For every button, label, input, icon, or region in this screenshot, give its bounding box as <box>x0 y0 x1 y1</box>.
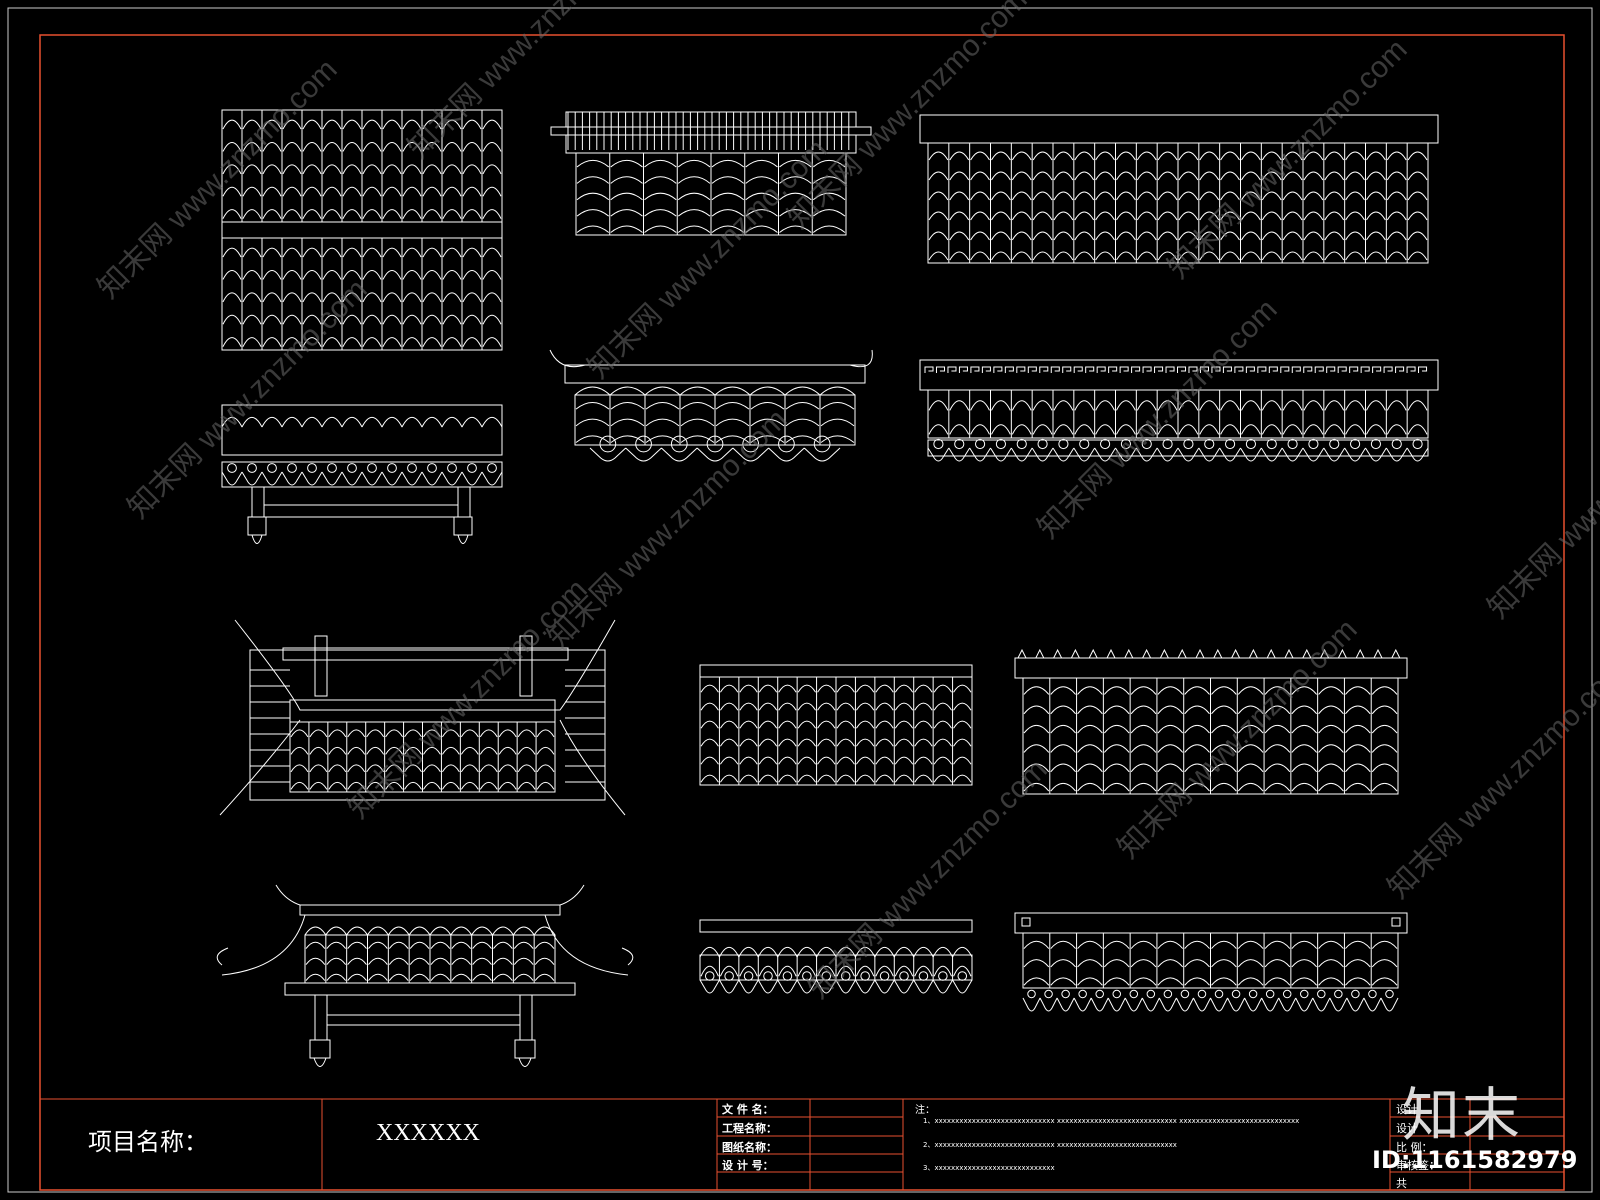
field-design-number: 设 计 号： <box>722 1159 774 1172</box>
watermark-text: 知末网 www.znzmo.com <box>342 573 594 825</box>
watermark-text: 知末网 www.znzmo.com <box>402 0 654 165</box>
field-drawing-name: 图纸名称： <box>722 1141 777 1154</box>
watermark-text: 知末网 www.znzmo.com <box>1112 613 1364 865</box>
watermark-text: 知末网 www.znzmo.com <box>542 403 794 655</box>
note-line-3: 3、xxxxxxxxxxxxxxxxxxxxxxxxxxxxx <box>923 1164 1055 1172</box>
watermark-logo: 知末 <box>1402 1081 1523 1149</box>
tile-elevation-2 <box>550 111 872 236</box>
sign-field-scale: 比 例： <box>1396 1141 1433 1154</box>
field-file-name: 文 件 名： <box>722 1103 774 1116</box>
watermark-text: 知末网 www.znzmo.com <box>1482 373 1600 625</box>
title-block-frame <box>40 1098 1564 1190</box>
tile-elevation-12 <box>1014 912 1408 1012</box>
tile-elevation-9 <box>1014 648 1408 795</box>
sign-field-total: 共 <box>1396 1177 1407 1190</box>
project-name-label: 项目名称： <box>88 1128 208 1156</box>
watermark-id: ID:1161582979 <box>1372 1146 1578 1174</box>
tile-elevation-4 <box>221 404 503 544</box>
project-name-value: XXXXXX <box>376 1120 480 1146</box>
sign-field-designer: 设计 <box>1396 1103 1418 1116</box>
tile-elevation-1 <box>221 109 503 351</box>
tile-elevation-3 <box>919 114 1439 264</box>
watermark-text: 知末网 www.znzmo.com <box>92 53 344 305</box>
note-line-1: 1、xxxxxxxxxxxxxxxxxxxxxxxxxxxxx xxxxxxxx… <box>923 1117 1300 1125</box>
watermark-text: 知末网 www.znzmo.com <box>1032 293 1284 545</box>
watermark-text: 知末网 www.znzmo.com <box>802 753 1054 1005</box>
notes-label: 注： <box>915 1105 935 1116</box>
sign-field-design: 设计 <box>1396 1122 1418 1135</box>
tile-elevation-5 <box>549 349 873 462</box>
temple-eave-elevation <box>216 884 634 1067</box>
watermark-text: 知末网 www.znzmo.com <box>582 133 834 385</box>
sign-field-review: 审核签： <box>1396 1159 1440 1172</box>
watermark-text: 知末网 www.znzmo.com <box>1382 653 1600 905</box>
note-line-2: 2、xxxxxxxxxxxxxxxxxxxxxxxxxxxxx xxxxxxxx… <box>923 1141 1177 1149</box>
tile-elevation-6 <box>919 359 1439 462</box>
tile-elevation-11 <box>699 919 973 994</box>
tile-elevation-8 <box>699 664 973 786</box>
field-project-title: 工程名称： <box>722 1122 777 1135</box>
watermark-text: 知末网 www.znzmo.com <box>1162 33 1414 285</box>
roof-plan-flared <box>219 619 626 816</box>
outer-border <box>7 7 1593 1193</box>
